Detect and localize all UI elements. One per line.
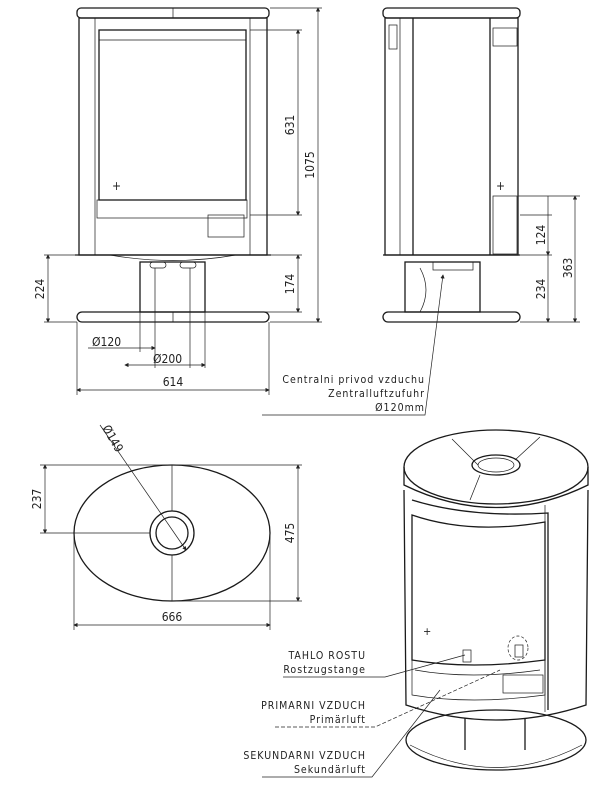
svg-text:+: + — [496, 179, 505, 193]
svg-text:Ø120mm: Ø120mm — [375, 402, 425, 414]
dim-631: 631 — [283, 115, 297, 136]
dim-124: 124 — [534, 225, 548, 246]
svg-text:Sekundärluft: Sekundärluft — [294, 764, 366, 776]
dim-d200: Ø200 — [153, 352, 182, 366]
top-view: Ø149 237 475 666 — [30, 423, 302, 630]
dim-234: 234 — [534, 279, 548, 300]
side-dimensions: 124 234 363 — [518, 195, 580, 323]
dim-1075: 1075 — [303, 151, 317, 178]
dim-363: 363 — [561, 258, 575, 279]
side-view: + — [382, 7, 521, 323]
dim-174: 174 — [283, 274, 297, 295]
front-dimensions: 631 1075 224 174 Ø120 Ø200 614 — [33, 7, 322, 395]
callout-sekundarni-vzduch: SEKUNDARNI VZDUCH Sekundärluft — [243, 689, 441, 778]
front-view: + — [75, 7, 271, 323]
dim-614: 614 — [163, 375, 184, 389]
dim-d120: Ø120 — [92, 335, 121, 349]
callout-primarni-vzduch: PRIMARNI VZDUCH Primärluft — [261, 669, 501, 728]
dim-d149: Ø149 — [99, 423, 126, 455]
dim-475: 475 — [283, 523, 297, 544]
svg-text:PRIMARNI VZDUCH: PRIMARNI VZDUCH — [261, 700, 366, 712]
air-inlet-note: Centralni privod vzduchu Zentralluftzufu… — [262, 274, 445, 416]
svg-text:+: + — [112, 179, 121, 193]
dim-666: 666 — [162, 610, 183, 624]
svg-text:TAHLO ROSTU: TAHLO ROSTU — [287, 650, 366, 662]
dim-224: 224 — [33, 279, 47, 300]
svg-text:Centralni privod vzduchu: Centralni privod vzduchu — [282, 374, 425, 386]
perspective-view: + — [403, 429, 589, 771]
svg-text:Zentralluftzufuhr: Zentralluftzufuhr — [328, 388, 425, 400]
svg-text:+: + — [423, 625, 431, 638]
svg-text:Primärluft: Primärluft — [310, 714, 366, 726]
svg-text:SEKUNDARNI VZDUCH: SEKUNDARNI VZDUCH — [243, 750, 366, 762]
callout-tahlo-rostu: TAHLO ROSTU Rostzugstange — [283, 650, 466, 678]
dim-237: 237 — [30, 489, 44, 510]
svg-text:Rostzugstange: Rostzugstange — [283, 664, 366, 676]
